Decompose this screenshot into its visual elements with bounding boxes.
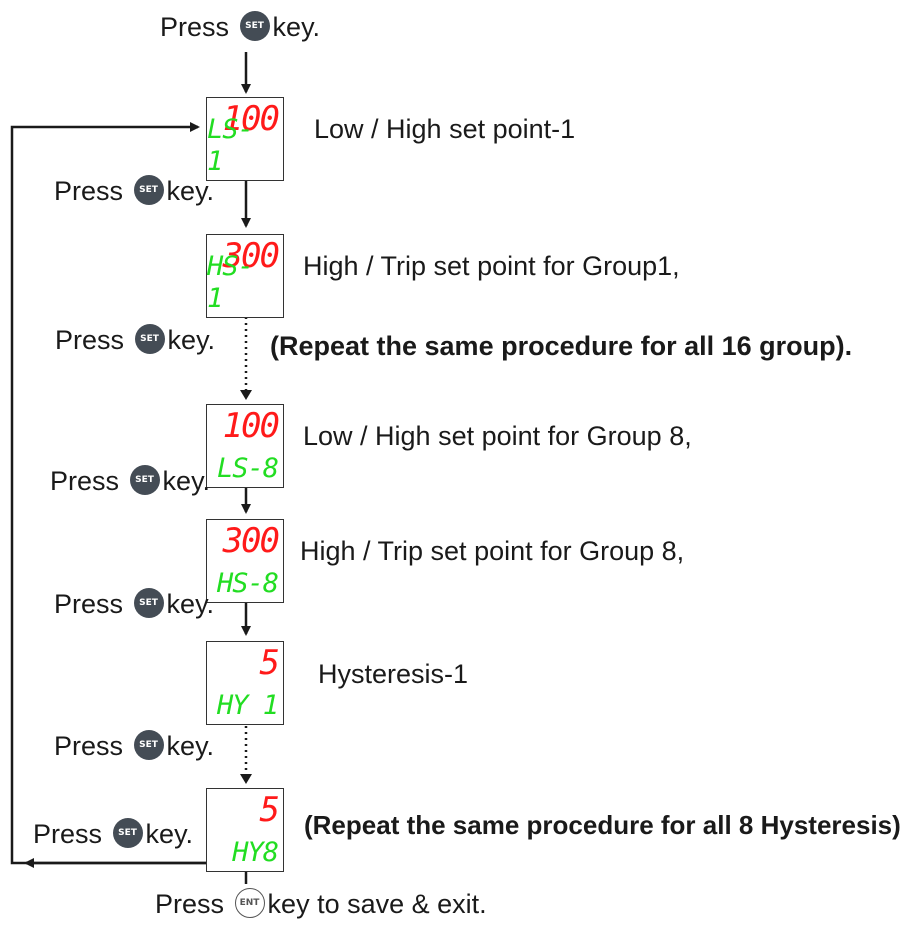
step-desc: High / Trip set point for Group1, — [303, 251, 680, 281]
set-key-icon: SET — [112, 817, 143, 848]
set-key-icon: SET — [133, 587, 164, 618]
display-ls1: 100 LS- 1 — [206, 97, 284, 181]
set-key-icon: SET — [134, 323, 165, 354]
set-key-icon: SET — [239, 10, 270, 41]
step-desc: Low / High set point for Group 8, — [303, 421, 692, 451]
display-param: HS- 1 — [207, 251, 254, 314]
display-hs8: 300 HS-8 — [206, 519, 284, 603]
display-value: 5 — [259, 790, 281, 830]
press-text: Press — [155, 889, 225, 919]
set-key-icon: SET — [133, 729, 164, 760]
repeat-hysteresis-note: (Repeat the same procedure for all 8 Hys… — [304, 810, 901, 840]
display-value: 100 — [222, 99, 280, 139]
key-suffix: key. — [272, 12, 321, 42]
step-desc: Hysteresis-1 — [318, 659, 469, 689]
display-param: LS-8 — [216, 453, 279, 484]
repeat-group-note: (Repeat the same procedure for all 16 gr… — [270, 331, 853, 361]
step-desc: Low / High set point-1 — [314, 114, 576, 144]
display-value: 300 — [222, 521, 280, 561]
display-value: 100 — [222, 406, 280, 446]
display-param: HY8 — [232, 837, 279, 868]
display-hs1: 300 HS- 1 — [206, 234, 284, 318]
display-hy1: 5 HY 1 — [206, 641, 284, 725]
display-hy8: 5 HY8 — [206, 788, 284, 872]
press-text: Press — [160, 12, 230, 42]
set-key-icon: SET — [129, 464, 160, 495]
display-param: HS-8 — [216, 568, 279, 599]
step-desc: High / Trip set point for Group 8, — [300, 536, 685, 566]
display-ls8: 100 LS-8 — [206, 404, 284, 488]
display-param: HY 1 — [216, 690, 279, 721]
set-key-icon: SET — [133, 174, 164, 205]
display-param: LS- 1 — [207, 114, 254, 177]
display-value: 5 — [259, 643, 281, 683]
ent-key-icon: ENT — [234, 887, 265, 918]
exit-suffix: key to save & exit. — [267, 889, 487, 919]
display-value: 300 — [222, 236, 280, 276]
